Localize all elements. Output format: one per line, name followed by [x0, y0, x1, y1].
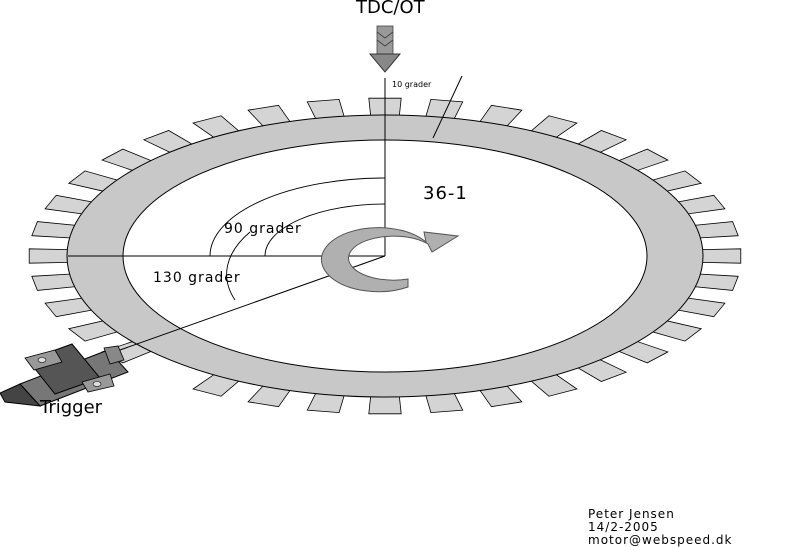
ten-degree-label: 10 grader: [392, 80, 432, 89]
wheel-type-label: 36-1: [423, 183, 468, 204]
one-thirty-degree-arc: [226, 231, 251, 301]
one-thirty-degree-label: 130 grader: [153, 270, 241, 286]
credit-date: 14/2-2005: [588, 520, 659, 534]
author-name: Peter Jensen: [588, 507, 675, 521]
trigger-label: Trigger: [39, 397, 103, 418]
author-credit: Peter Jensen 14/2-2005 motor@webspeed.dk: [588, 508, 732, 547]
ten-degree-line: [432, 75, 463, 139]
trigger-sensor: [0, 343, 129, 407]
tdc-label: TDC/OT: [355, 0, 426, 18]
ninety-degree-arc-inner: [264, 203, 386, 257]
ninety-degree-label: 90 grader: [224, 221, 302, 237]
rotation-direction-arrow: [321, 227, 460, 293]
ninety-degree-arc: [209, 177, 386, 257]
tdc-arrow: [368, 25, 402, 73]
author-email: motor@webspeed.dk: [588, 533, 733, 547]
